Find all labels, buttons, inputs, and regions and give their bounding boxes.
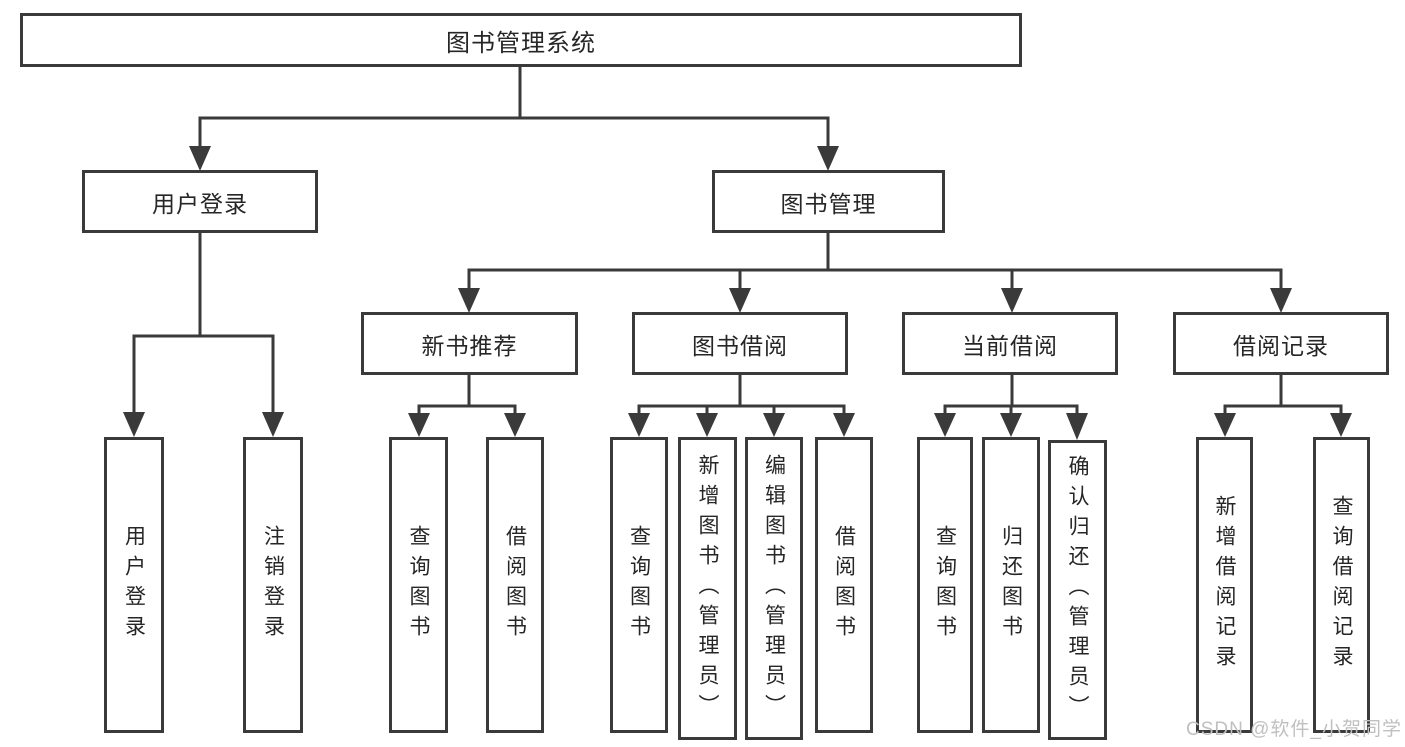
node-leaf-borrow-books-1: 借阅图书 [486, 437, 544, 733]
node-book-management: 图书管理 [712, 170, 945, 233]
node-label: 确认归还（管理员） [1066, 455, 1089, 725]
node-leaf-logout: 注销登录 [243, 437, 303, 733]
node-label: 借阅图书 [503, 525, 527, 645]
node-leaf-confirm-return-admin: 确认归还（管理员） [1048, 440, 1107, 740]
node-leaf-query-books-2: 查询图书 [610, 437, 668, 733]
node-label: 图书管理系统 [446, 29, 596, 57]
node-label: 图书借阅 [692, 332, 788, 359]
node-borrow-records: 借阅记录 [1173, 312, 1389, 375]
node-leaf-query-books-3: 查询图书 [917, 437, 973, 733]
node-label: 当前借阅 [962, 332, 1058, 359]
node-label: 借阅记录 [1233, 332, 1329, 359]
node-label: 图书管理 [780, 190, 877, 217]
node-leaf-borrow-books-2: 借阅图书 [815, 437, 873, 733]
csdn-watermark: CSDN @软件_小贺同学 [1186, 719, 1402, 740]
node-label: 新增图书（管理员） [696, 453, 719, 724]
node-label: 查询图书 [407, 525, 430, 645]
node-label: 用户登录 [122, 525, 146, 645]
node-leaf-edit-books-admin: 编辑图书（管理员） [745, 437, 803, 740]
node-book-borrow: 图书借阅 [632, 312, 848, 375]
node-label: 新增借阅记录 [1213, 495, 1236, 675]
node-label: 查询图书 [933, 525, 957, 645]
node-leaf-add-borrow-record: 新增借阅记录 [1196, 437, 1253, 733]
node-label: 注销登录 [261, 525, 285, 645]
node-library-management-system: 图书管理系统 [20, 13, 1022, 67]
node-leaf-query-borrow-record: 查询借阅记录 [1313, 437, 1370, 733]
node-label: 查询借阅记录 [1330, 495, 1353, 675]
node-label: 新书推荐 [421, 332, 518, 359]
node-leaf-user-login: 用户登录 [104, 437, 164, 733]
node-label: 用户登录 [152, 190, 248, 217]
node-current-borrow: 当前借阅 [902, 312, 1118, 375]
node-new-book-recommend: 新书推荐 [361, 312, 578, 375]
node-leaf-return-books: 归还图书 [982, 437, 1040, 733]
node-label: 借阅图书 [832, 525, 856, 645]
node-leaf-add-books-admin: 新增图书（管理员） [678, 437, 737, 740]
node-leaf-query-books-1: 查询图书 [389, 437, 448, 733]
node-label: 编辑图书（管理员） [762, 453, 786, 724]
node-user-login: 用户登录 [82, 170, 318, 233]
node-label: 归还图书 [999, 525, 1023, 645]
node-label: 查询图书 [627, 525, 651, 645]
